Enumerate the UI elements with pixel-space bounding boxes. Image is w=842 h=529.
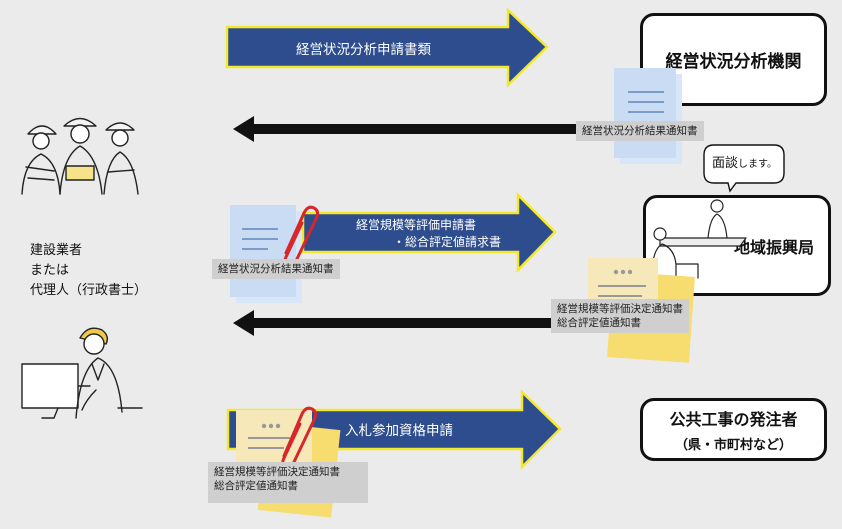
- meeting-illustration: [651, 199, 747, 285]
- speech-text-large: 面談: [712, 156, 739, 171]
- analysis-agency-label: 経営状況分析機関: [665, 52, 802, 72]
- flow3-doc-label: 経営状況分析結果通知書: [212, 259, 340, 280]
- arrow-right-1: [225, 7, 549, 88]
- flow5-doc-line1: 経営規模等評価決定通知書: [214, 466, 340, 478]
- flow5-doc-label: 経営規模等評価決定通知書 総合評定値通知書: [208, 462, 368, 503]
- flow4-doc-line1: 経営規模等評価決定通知書: [557, 303, 683, 315]
- speech-text-small: します。: [738, 159, 778, 170]
- office-worker-illustration: [21, 327, 143, 419]
- flow1-label: 経営状況分析申請書類: [296, 42, 431, 58]
- actor-line3: 代理人（行政書士）: [30, 283, 148, 299]
- flow5-doc-line2: 総合評定値通知書: [214, 480, 298, 493]
- analysis-agency-box: 経営状況分析機関: [640, 13, 827, 106]
- orderer-sublabel: （県・市町村など）: [674, 438, 792, 453]
- flow2-document-icon: [614, 68, 682, 164]
- flow5-label: 入札参加資格申請: [345, 423, 453, 439]
- flow3-label-line2: ・総合評定値請求書: [393, 235, 502, 249]
- arrow-left-2: [233, 116, 604, 142]
- flow3-label-line1: 経営規模等評価申請書: [356, 218, 477, 232]
- flow4-doc-label: 経営規模等評価決定通知書 総合評定値通知書: [551, 299, 689, 334]
- orderer-box: 公共工事の発注者 （県・市町村など）: [640, 398, 827, 461]
- construction-workers-illustration: [21, 117, 139, 195]
- speech-bubble: [703, 144, 785, 193]
- actor-label: 建設業者 または 代理人（行政書士）: [30, 241, 147, 301]
- flow2-doc-label: 経営状況分析結果通知書: [576, 121, 704, 142]
- arrow-left-4: [233, 310, 553, 336]
- orderer-label: 公共工事の発注者: [669, 410, 798, 429]
- flow4-doc-line2: 総合評定値通知書: [557, 317, 641, 330]
- actor-line2: または: [30, 263, 70, 279]
- speech-text: 面談します。: [712, 152, 777, 171]
- flow3-document-icon: [230, 205, 320, 303]
- actor-line1: 建設業者: [30, 243, 83, 258]
- arrow-right-3: [301, 191, 557, 274]
- regional-office-label: 地域振興局: [733, 237, 814, 257]
